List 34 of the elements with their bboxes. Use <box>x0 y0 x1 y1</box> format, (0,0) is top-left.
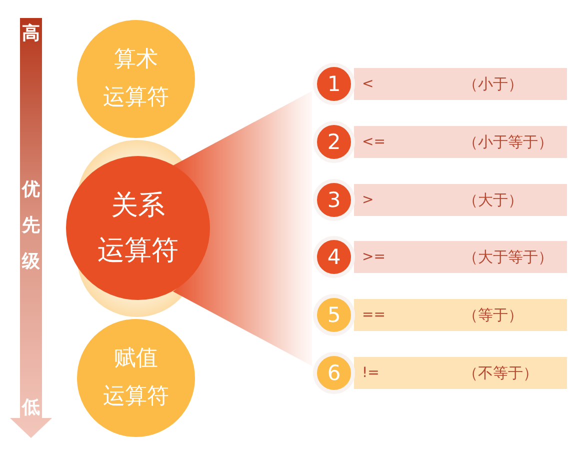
operator-symbol: != <box>362 364 380 383</box>
category-label: 运算符 <box>98 234 178 268</box>
step-number-circle: 2 <box>313 121 355 163</box>
step-number-circle: 5 <box>313 294 355 336</box>
operator-bar <box>354 357 567 389</box>
priority-label: 优先级 <box>22 178 40 274</box>
operator-meaning: （大于） <box>463 190 523 211</box>
category-label: 算术 <box>114 46 158 74</box>
operator-bar <box>354 126 567 158</box>
priority-label: 高 <box>21 24 41 44</box>
category-label: 运算符 <box>103 84 169 112</box>
operator-symbol: >= <box>362 248 386 267</box>
operator-symbol: == <box>362 306 386 325</box>
step-number-circle: 3 <box>313 179 355 221</box>
operator-bar <box>354 184 567 216</box>
operator-meaning: （大于等于） <box>463 247 553 268</box>
operator-symbol: > <box>362 191 374 210</box>
category-label: 赋值 <box>114 345 158 373</box>
operator-meaning: （小于等于） <box>463 132 553 153</box>
operator-meaning: （小于） <box>463 74 523 95</box>
step-number-circle: 1 <box>313 63 355 105</box>
operator-symbol: < <box>362 75 374 94</box>
operator-bar <box>354 299 567 331</box>
category-label: 关系 <box>111 189 165 223</box>
operator-bar <box>354 241 567 273</box>
category-label: 运算符 <box>103 383 169 411</box>
priority-arrow <box>10 18 52 438</box>
step-number-circle: 6 <box>313 352 355 394</box>
operator-bar <box>354 68 567 100</box>
priority-label: 低 <box>20 398 41 418</box>
step-number-circle: 4 <box>313 236 355 278</box>
operator-meaning: （不等于） <box>463 363 538 384</box>
operator-meaning: （等于） <box>463 305 523 326</box>
operator-symbol: <= <box>362 133 386 152</box>
